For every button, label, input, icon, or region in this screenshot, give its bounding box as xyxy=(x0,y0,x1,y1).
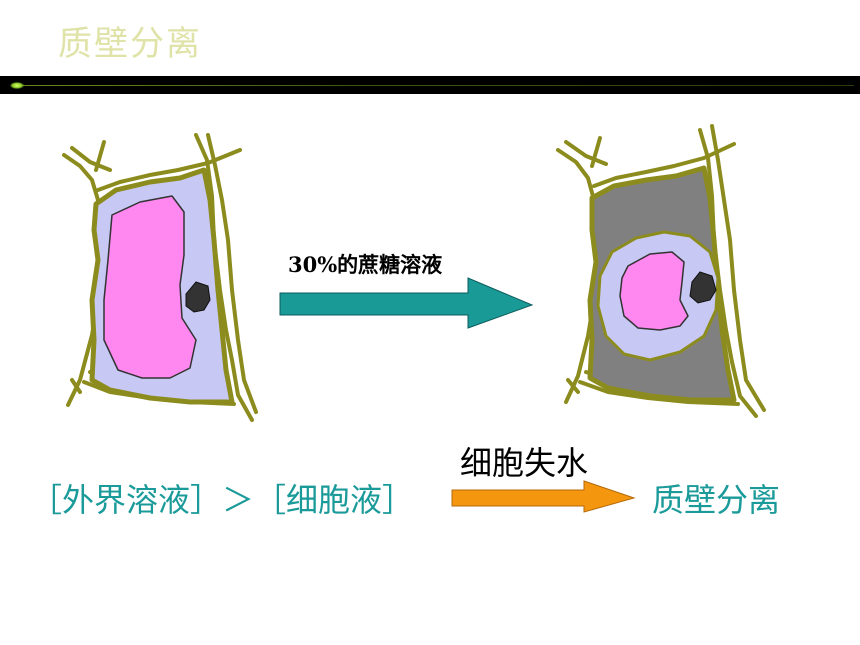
slide-title: 质壁分离 xyxy=(58,24,202,64)
nucleus-left xyxy=(185,281,211,313)
plasmolysis-result: 质壁分离 xyxy=(652,481,781,519)
water-loss-label: 细胞失水 xyxy=(460,444,589,482)
sucrose-solution-label: 30%的蔗糖溶液 xyxy=(288,252,443,277)
orange-arrow xyxy=(451,480,636,513)
divider-line xyxy=(12,85,854,86)
nucleus-right xyxy=(689,271,717,304)
plasmolyzed-cell xyxy=(556,124,766,418)
normal-cell xyxy=(62,133,258,422)
vacuole-left xyxy=(103,195,197,379)
teal-arrow xyxy=(279,277,534,329)
concentration-comparison: ［外界溶液］＞［细胞液］ xyxy=(30,481,415,519)
vacuole-right xyxy=(619,251,689,331)
divider-glow-dot xyxy=(10,82,24,89)
